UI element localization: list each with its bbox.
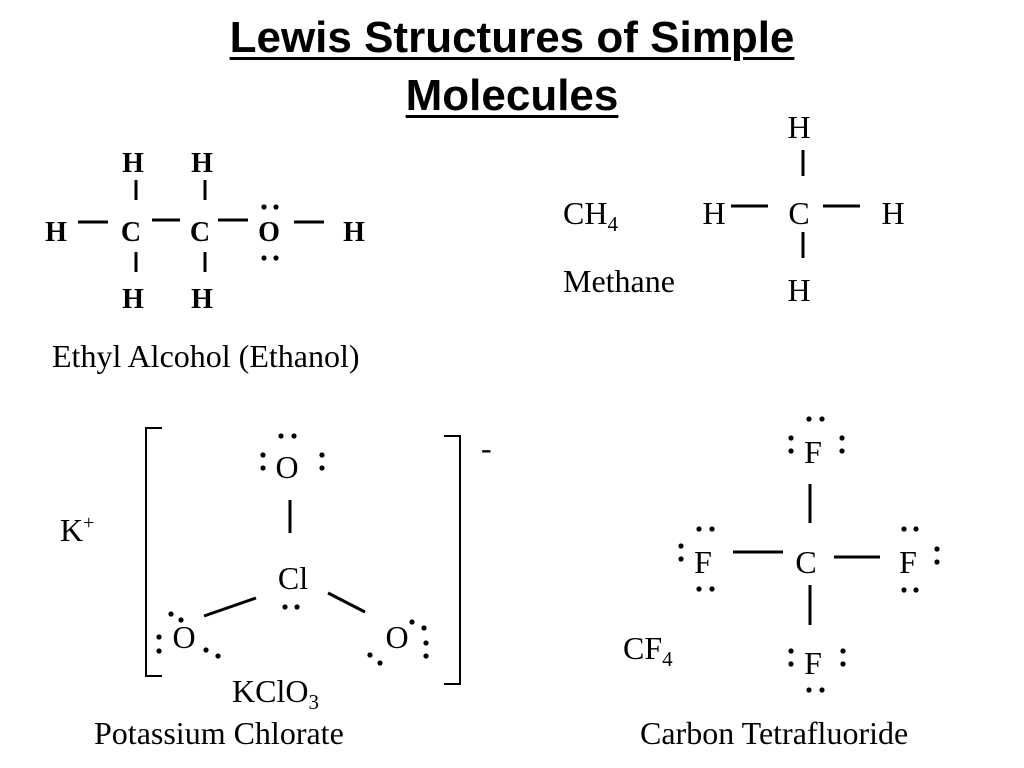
chlorate-o-left-dot-1 (168, 611, 174, 617)
cf4-f-right-dot-3 (934, 546, 940, 552)
cf4-f-left-dot-5 (696, 586, 702, 592)
cf4-c: C (795, 544, 816, 580)
ethanol-h-bottom-2: H (191, 284, 213, 315)
cf4-f-right-dot-2 (913, 526, 919, 532)
methane-h-bottom: H (787, 272, 810, 308)
cf4-f-right-dot-1 (901, 526, 907, 532)
chlorate-o-right-dot-1 (409, 619, 415, 625)
ethanol-c1: C (121, 217, 141, 248)
cf4-f-bottom-dot-4 (840, 661, 846, 667)
chlorate-bond-cl-o-right (327, 591, 366, 614)
chlorate-o-right-dot-2 (421, 625, 427, 631)
ethanol-name-caption: Ethyl Alcohol (Ethanol) (52, 338, 360, 374)
methane-h-right: H (881, 195, 904, 231)
carbon-tetrafluoride-structure: F F C F F (623, 416, 940, 751)
cf4-f-right-dot-6 (913, 587, 919, 593)
cf4-f-right: F (899, 544, 917, 580)
cf4-f-bottom-dot-1 (788, 648, 794, 654)
chlorate-o-top: O (275, 449, 298, 485)
ethanol-o-lone-pair-bottom-dot-2 (273, 255, 279, 261)
chlorate-name-caption: Potassium Chlorate (94, 715, 344, 751)
potassium-cation: K+ (60, 512, 94, 548)
chlorate-o-top-dot-6 (319, 465, 325, 471)
cf4-f-bottom-dot-3 (840, 648, 846, 654)
chlorate-o-left: O (172, 619, 195, 655)
methane-structure: CH4 Methane H H C H H (563, 109, 905, 308)
methane-h-top: H (787, 109, 810, 145)
ethanol-structure: H C C O H H H H H Ethyl Alcohol (Ethanol… (45, 148, 365, 374)
cf4-f-top-dot-5 (839, 435, 845, 441)
cf4-f-right-dot-5 (901, 587, 907, 593)
ethanol-h-bottom-1: H (122, 284, 144, 315)
chlorate-o-top-dot-1 (278, 433, 284, 439)
methane-h-left: H (702, 195, 725, 231)
cf4-f-left-dot-3 (678, 543, 684, 549)
ethanol-h-left: H (45, 217, 67, 248)
cf4-f-top-dot-6 (839, 448, 845, 454)
chlorate-o-left-dot-5 (203, 647, 209, 653)
chlorate-o-top-dot-4 (260, 465, 266, 471)
methane-formula: CH4 (563, 195, 618, 236)
cf4-f-right-dot-4 (934, 559, 940, 565)
cf4-f-left-dot-2 (709, 526, 715, 532)
cf4-f-bottom-dot-6 (819, 687, 825, 693)
ethanol-o-lone-pair-top-dot-2 (273, 204, 279, 210)
cf4-f-bottom: F (804, 645, 822, 681)
chlorate-o-left-dot-3 (156, 634, 162, 640)
ethanol-h-top-1: H (122, 148, 144, 179)
chlorate-charge: - (481, 430, 492, 466)
cf4-f-left: F (694, 544, 712, 580)
chlorate-o-left-dot-4 (156, 648, 162, 654)
chlorate-o-top-dot-2 (291, 433, 297, 439)
slide-title-line-1: Lewis Structures of Simple (229, 13, 795, 62)
chlorate-cl: Cl (278, 560, 308, 596)
cf4-f-bottom-dot-2 (788, 661, 794, 667)
methane-c: C (788, 195, 809, 231)
cf4-name-caption: Carbon Tetrafluoride (640, 715, 908, 751)
cf4-f-top-dot-3 (788, 435, 794, 441)
cf4-f-top-dot-1 (806, 416, 812, 422)
cf4-f-top: F (804, 434, 822, 470)
chlorate-right-bracket (444, 435, 461, 685)
cf4-f-left-dot-6 (709, 586, 715, 592)
cf4-f-top-dot-2 (819, 416, 825, 422)
cf4-f-top-dot-4 (788, 448, 794, 454)
potassium-chlorate-structure: K+ - O Cl O O (60, 427, 492, 751)
cf4-formula: CF4 (623, 630, 673, 671)
chlorate-cl-dot-2 (294, 604, 300, 610)
ethanol-o-lone-pair-top-dot-1 (261, 204, 267, 210)
methane-name-caption: Methane (563, 263, 675, 299)
ethanol-h-right: H (343, 217, 365, 248)
cf4-f-bottom-dot-5 (806, 687, 812, 693)
chlorate-o-left-dot-6 (215, 653, 221, 659)
chlorate-o-top-dot-3 (260, 452, 266, 458)
chlorate-o-right-dot-6 (377, 660, 383, 666)
chlorate-o-left-dot-2 (178, 617, 184, 623)
chlorate-o-right-dot-4 (423, 653, 429, 659)
ethanol-c2: C (190, 217, 210, 248)
chlorate-left-bracket (145, 427, 162, 677)
ethanol-o-lone-pair-bottom-dot-1 (261, 255, 267, 261)
cf4-f-left-dot-4 (678, 556, 684, 562)
chlorate-o-right: O (385, 619, 408, 655)
chlorate-o-top-dot-5 (319, 452, 325, 458)
ethanol-o: O (258, 217, 280, 248)
chlorate-o-right-dot-3 (423, 640, 429, 646)
cf4-f-left-dot-1 (696, 526, 702, 532)
ethanol-h-top-2: H (191, 148, 213, 179)
slide-title-line-2: Molecules (405, 71, 619, 120)
chlorate-o-right-dot-5 (367, 652, 373, 658)
chlorate-bond-cl-o-left (203, 596, 257, 618)
chlorate-formula: KClO3 (232, 673, 319, 714)
chlorate-cl-dot-1 (282, 604, 288, 610)
